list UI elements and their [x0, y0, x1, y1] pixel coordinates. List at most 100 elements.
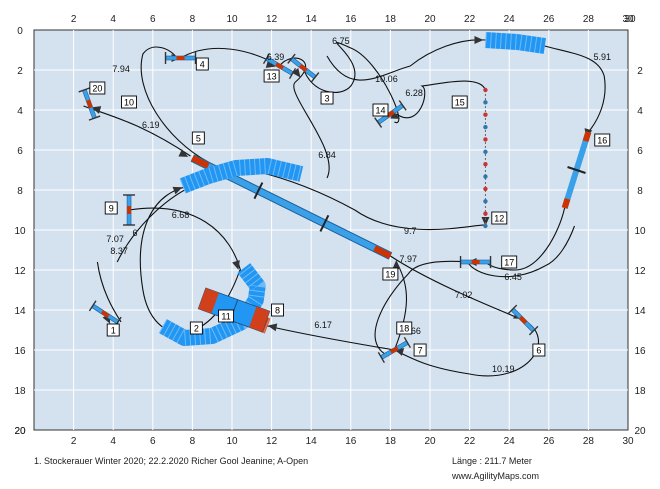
arrow-head: [267, 323, 278, 332]
wing-left: [507, 304, 518, 315]
direction-arrow: [481, 217, 490, 226]
obstacle-label-12: 12: [491, 211, 508, 225]
path-segment: [140, 46, 209, 163]
path-segment: [267, 325, 395, 351]
obstacle-label-1: 1: [106, 323, 120, 337]
x-tick-label: 20: [424, 14, 436, 25]
y-tick-label: 4: [637, 106, 643, 117]
direction-arrow: [232, 260, 240, 270]
tunnel-mid: [179, 158, 304, 194]
x-tick-label: 2: [71, 436, 77, 447]
y-tick-label: 12: [14, 266, 26, 277]
obstacle-label-18: 18: [396, 321, 413, 335]
label-text: 17: [504, 258, 514, 268]
arrow-head: [392, 260, 401, 269]
hurdle-1: [88, 300, 122, 328]
x-tick-label: 28: [583, 436, 595, 447]
y-tick-label: 12: [634, 266, 646, 277]
distance-label: 9.7: [404, 226, 417, 236]
label-box: [189, 321, 203, 335]
wing-left: [374, 117, 383, 128]
label-text: 2: [194, 324, 199, 334]
path-segment: [116, 185, 193, 263]
obstacle-label-10: 10: [121, 95, 137, 109]
label-box: [320, 91, 334, 105]
label-box: [451, 95, 468, 109]
y-tick-label: 10: [634, 226, 646, 237]
website-link[interactable]: www.AgilityMaps.com: [452, 471, 540, 481]
label-text: 8: [275, 306, 280, 316]
path-segment: [390, 255, 524, 321]
y-tick-label: 16: [14, 346, 26, 357]
weave-12-pole: [483, 223, 488, 229]
x-tick-label: 16: [345, 436, 357, 447]
wing-left: [377, 351, 385, 364]
y-tick-label: 20: [14, 426, 26, 437]
x-tick-label: 18: [385, 436, 397, 447]
distance-label: 10.19: [492, 364, 515, 374]
x-tick-label: 4: [110, 14, 116, 25]
label-text: 12: [494, 214, 504, 224]
label-text: 14: [375, 106, 385, 116]
label-text: 9: [109, 204, 114, 214]
x-tick-label: 20: [424, 436, 436, 447]
path-segment: [374, 260, 468, 357]
weave-12-pole: [483, 161, 488, 167]
course-length: Länge : 211.7 Meter: [452, 456, 532, 466]
label-text: 5: [196, 134, 201, 144]
wing-left: [262, 52, 271, 65]
label-box: [104, 201, 118, 215]
dogwalk-5-contact-start: [191, 155, 210, 169]
label-text: 15: [455, 98, 465, 108]
hurdle-7: [377, 336, 411, 364]
label-box: [372, 103, 389, 117]
path-segment: [326, 39, 486, 81]
weave-12-pole: [483, 211, 488, 216]
wing-right: [403, 336, 411, 349]
x-tick-label: 18: [385, 14, 397, 25]
x-tick-label: 2: [71, 14, 77, 25]
y-tick-label: 10: [14, 226, 26, 237]
label-box: [413, 343, 427, 357]
tire-16-end-a: [561, 197, 571, 209]
hurdle-center: [127, 206, 132, 214]
arrow-head: [291, 67, 301, 78]
tire-16-end-b: [582, 131, 592, 143]
distance-label: 8.37: [110, 246, 128, 256]
label-box: [396, 321, 413, 335]
x-tick-label: 10: [226, 14, 238, 25]
y-tick-label: 14: [634, 306, 646, 317]
aframe-contact-left: [198, 288, 219, 314]
label-box: [532, 343, 546, 357]
weave-12-pole: [483, 174, 488, 179]
distance-label: 7.07: [106, 234, 124, 244]
corner-tick-label: 30: [624, 14, 636, 25]
direction-arrow: [474, 36, 484, 44]
obstacle-label-6: 6: [532, 343, 546, 357]
weave-12-pole: [483, 137, 488, 142]
obstacle-label-11: 11: [218, 309, 235, 323]
obstacle-label-13: 13: [263, 69, 280, 83]
label-text: 4: [200, 60, 205, 70]
hurdle-center: [275, 62, 284, 70]
label-box: [121, 95, 137, 109]
distance-label: 7.94: [112, 64, 130, 74]
distance-label: 5.91: [593, 52, 611, 62]
x-tick-label: 4: [110, 436, 116, 447]
x-tick-label: 8: [190, 436, 196, 447]
direction-arrow: [267, 323, 278, 332]
label-text: 6: [536, 346, 541, 356]
label-box: [106, 323, 120, 337]
obstacle-label-4: 4: [195, 57, 209, 71]
corner-tick-label: 0: [17, 26, 23, 37]
wing-right: [398, 100, 407, 111]
weave-12-pole: [483, 100, 488, 105]
obstacle-label-14: 14: [372, 103, 389, 117]
x-tick-label: 30: [622, 436, 634, 447]
path-segment: [485, 207, 566, 271]
path-segment: [394, 319, 539, 377]
wing-right: [88, 115, 101, 121]
direction-arrow: [172, 186, 183, 195]
y-tick-label: 18: [14, 386, 26, 397]
